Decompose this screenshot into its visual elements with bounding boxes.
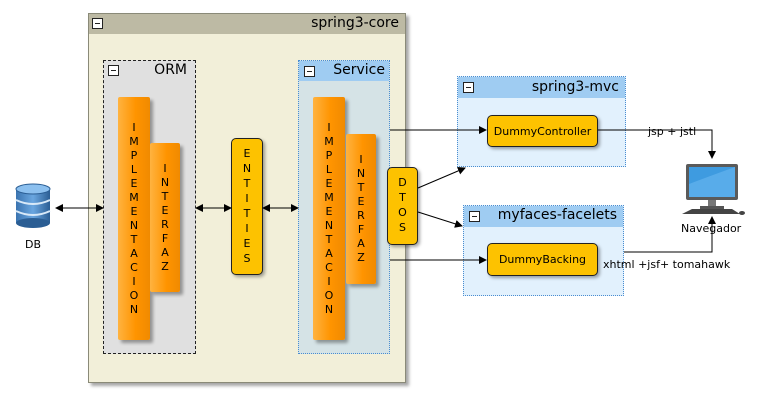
service-interface-label: INTERFAZ (354, 153, 368, 265)
dummy-backing-label: DummyBacking (498, 253, 587, 266)
edge-controller-browser (598, 129, 716, 159)
collapse-icon[interactable] (463, 82, 474, 93)
orm-implementation-label: IMPLEMENTACION (127, 120, 141, 317)
service-implementation-component[interactable]: IMPLEMENTACION (313, 97, 345, 340)
edge-dtos-facelets (417, 211, 463, 228)
computer-icon[interactable] (680, 162, 746, 218)
database-icon[interactable] (14, 183, 54, 233)
edge-label-jsp: jsp + jstl (648, 125, 697, 138)
service-implementation-label: IMPLEMENTACION (322, 120, 336, 317)
edge-backing-browser (624, 216, 716, 253)
db-label: DB (25, 238, 42, 251)
orm-interface-label: INTERFAZ (158, 161, 172, 274)
myfaces-facelets-group: myfaces-facelets (463, 205, 624, 296)
orm-title: ORM (154, 62, 187, 78)
dummy-controller-label: DummyController (493, 124, 592, 138)
myfaces-facelets-header (464, 206, 623, 227)
spring3-mvc-title: spring3-mvc (531, 79, 619, 95)
collapse-icon[interactable] (469, 211, 480, 222)
dummy-controller-box[interactable]: DummyController (487, 115, 598, 147)
spring3-core-title: spring3-core (311, 15, 399, 31)
entities-label: ENTITIES (240, 146, 254, 267)
edge-label-xhtml: xhtml +jsf+ tomahawk (603, 258, 731, 271)
service-title: Service (333, 62, 385, 78)
collapse-icon[interactable] (92, 18, 103, 29)
collapse-icon[interactable] (304, 66, 315, 77)
service-header (299, 61, 389, 81)
myfaces-facelets-title: myfaces-facelets (497, 207, 617, 223)
orm-implementation-component[interactable]: IMPLEMENTACION (118, 97, 150, 340)
dummy-backing-box[interactable]: DummyBacking (487, 243, 598, 276)
service-interface-component[interactable]: INTERFAZ (346, 134, 376, 284)
orm-interface-component[interactable]: INTERFAZ (150, 143, 180, 292)
browser-label: Navegador (681, 222, 742, 235)
spring3-mvc-header (458, 77, 625, 98)
dtos-box[interactable]: DTOS (387, 167, 418, 245)
edge-dtos-mvc (417, 167, 466, 189)
collapse-icon[interactable] (108, 65, 119, 76)
spring3-core-header (89, 14, 405, 34)
dtos-label: DTOS (396, 176, 409, 236)
